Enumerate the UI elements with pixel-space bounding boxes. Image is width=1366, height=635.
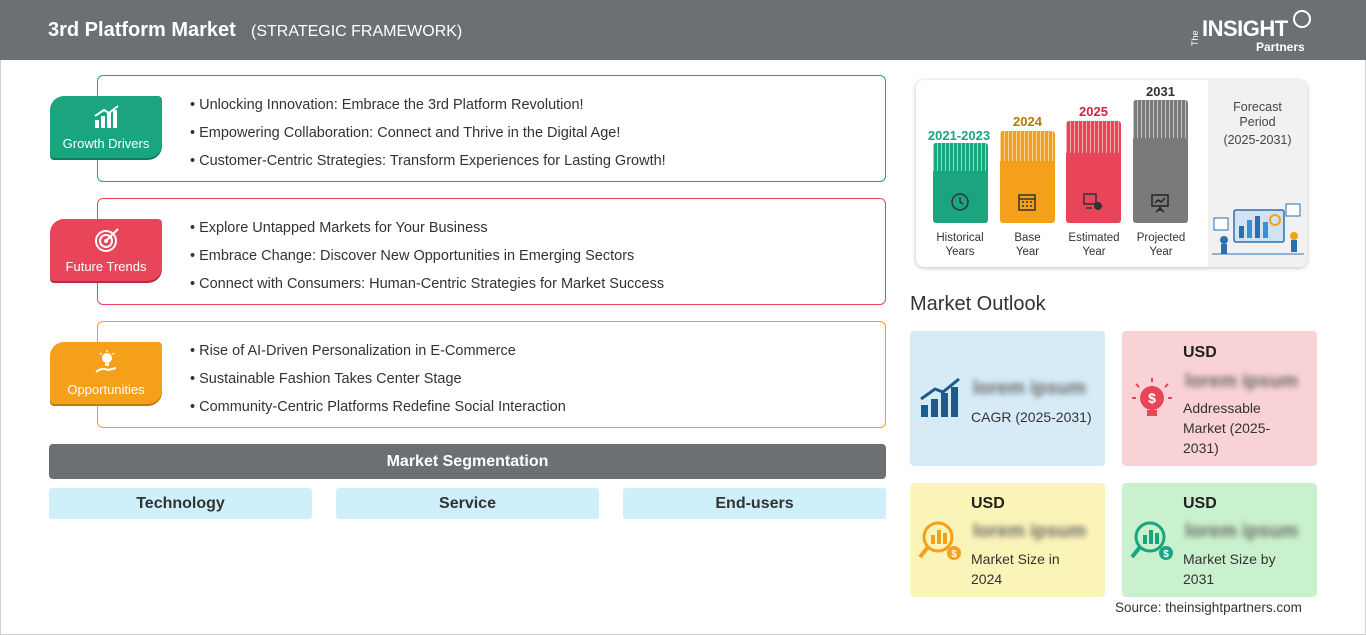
- label-historical-1: Historical: [936, 232, 984, 244]
- market-size-2031-value: lorem ipsum: [1185, 521, 1298, 542]
- list-item: • Community-Centric Platforms Redefine S…: [190, 399, 566, 415]
- forecast-line1: Forecast: [1233, 100, 1282, 114]
- list-item: • Empowering Collaboration: Connect and …: [190, 125, 621, 141]
- future-trends-box: • Explore Untapped Markets for Your Busi…: [97, 198, 886, 305]
- label-estimated-1: Estimated: [1068, 232, 1120, 244]
- market-size-2031-card: $ USD lorem ipsum Market Size by 2031: [1122, 483, 1317, 597]
- market-size-2024-card: $ USD lorem ipsum Market Size in 2024: [910, 483, 1105, 597]
- market-size-2031-label: Market Size by 2031: [1183, 551, 1276, 587]
- list-item: • Explore Untapped Markets for Your Busi…: [190, 220, 488, 236]
- addressable-usd: USD: [1183, 344, 1217, 361]
- logo-the: The: [1190, 30, 1200, 46]
- history-icon: [951, 193, 969, 211]
- growth-chart-icon: [94, 105, 119, 128]
- growth-drivers-label: Growth Drivers: [62, 136, 150, 151]
- addressable-label: Addressable Market (2025-2031): [1183, 400, 1271, 456]
- lightbulb-dollar-icon: $: [1132, 378, 1172, 416]
- bar-projected: [1133, 100, 1188, 223]
- timeline-card: Forecast Period (2025-2031) 2021-2023 Hi…: [916, 80, 1307, 267]
- growth-drivers-box: • Unlocking Innovation: Embrace the 3rd …: [97, 75, 886, 182]
- cagr-card: lorem ipsum CAGR (2025-2031): [910, 331, 1105, 466]
- label-estimated-2: Year: [1082, 246, 1106, 258]
- market-segmentation-bar: Market Segmentation: [49, 444, 886, 479]
- magnifier-chart-icon: $: [918, 521, 961, 560]
- bar-base: [1000, 131, 1055, 223]
- bar-estimated: [1066, 121, 1121, 223]
- addressable-value: lorem ipsum: [1185, 371, 1298, 392]
- cagr-label: CAGR (2025-2031): [971, 409, 1092, 425]
- list-item: • Rise of AI-Driven Personalization in E…: [190, 343, 516, 359]
- opportunities-list: • Rise of AI-Driven Personalization in E…: [190, 342, 566, 426]
- list-item: • Unlocking Innovation: Embrace the 3rd …: [190, 97, 584, 113]
- growth-drivers-list: • Unlocking Innovation: Embrace the 3rd …: [190, 96, 666, 180]
- year-historical: 2021-2023: [927, 128, 991, 143]
- cagr-value: lorem ipsum: [973, 378, 1086, 399]
- lightbulb-hand-icon: [95, 350, 117, 373]
- estimate-icon: [1083, 193, 1102, 210]
- opportunities-box: • Rise of AI-Driven Personalization in E…: [97, 321, 886, 428]
- insight-partners-logo[interactable]: The INSIGHT Partners: [1190, 10, 1320, 54]
- opportunities-label: Opportunities: [67, 382, 145, 397]
- forecast-line2: Period: [1239, 115, 1276, 129]
- page-title: 3rd Platform Market: [48, 19, 236, 41]
- market-size-2024-usd: USD: [971, 495, 1005, 512]
- label-projected-1: Projected: [1136, 232, 1186, 244]
- future-trends-tag: Future Trends: [50, 219, 162, 281]
- year-base: 2024: [1013, 114, 1042, 129]
- year-estimated: 2025: [1079, 104, 1108, 119]
- analytics-illustration-icon: [1212, 203, 1304, 255]
- future-trends-list: • Explore Untapped Markets for Your Busi…: [190, 219, 664, 303]
- segment-service[interactable]: Service: [336, 488, 599, 519]
- logo-partners: Partners: [1256, 40, 1305, 54]
- growth-drivers-tag: Growth Drivers: [50, 96, 162, 158]
- future-trends-label: Future Trends: [65, 259, 147, 274]
- magnifier-chart-icon: $: [1130, 521, 1173, 560]
- logo-circle-icon: [1293, 10, 1311, 28]
- svg-text:$: $: [1163, 549, 1169, 560]
- label-projected-2: Year: [1149, 246, 1173, 258]
- svg-text:$: $: [951, 549, 957, 560]
- market-size-2031-usd: USD: [1183, 495, 1217, 512]
- logo-brand: INSIGHT: [1202, 16, 1288, 41]
- list-item: • Connect with Consumers: Human-Centric …: [190, 276, 665, 292]
- segment-end-users[interactable]: End-users: [623, 488, 886, 519]
- segment-technology[interactable]: Technology: [49, 488, 312, 519]
- label-base-1: Base: [1014, 232, 1041, 244]
- bar-historical: [933, 143, 988, 223]
- list-item: • Sustainable Fashion Takes Center Stage: [190, 371, 462, 387]
- header-bar: 3rd Platform Market (STRATEGIC FRAMEWORK…: [0, 0, 1366, 60]
- target-icon: [95, 228, 119, 252]
- list-item: • Embrace Change: Discover New Opportuni…: [190, 248, 635, 264]
- growth-chart-icon: [920, 377, 960, 417]
- opportunities-tag: Opportunities: [50, 342, 162, 404]
- forecast-line3: (2025-2031): [1223, 133, 1292, 147]
- addressable-market-card: $ USD lorem ipsum Addressable Market (20…: [1122, 331, 1317, 466]
- market-size-2024-label: Market Size in 2024: [971, 551, 1060, 587]
- market-outlook-title: Market Outlook: [910, 293, 1046, 315]
- presentation-icon: [1151, 194, 1169, 213]
- label-base-2: Year: [1015, 246, 1040, 258]
- year-projected: 2031: [1146, 84, 1175, 99]
- svg-text:$: $: [1148, 390, 1156, 406]
- label-historical-2: Years: [945, 246, 975, 258]
- page-subtitle: (STRATEGIC FRAMEWORK): [251, 23, 463, 40]
- calendar-icon: [1018, 194, 1036, 211]
- source-note: Source: theinsightpartners.com: [1115, 600, 1302, 615]
- market-size-2024-value: lorem ipsum: [973, 521, 1086, 542]
- list-item: • Customer-Centric Strategies: Transform…: [190, 153, 666, 169]
